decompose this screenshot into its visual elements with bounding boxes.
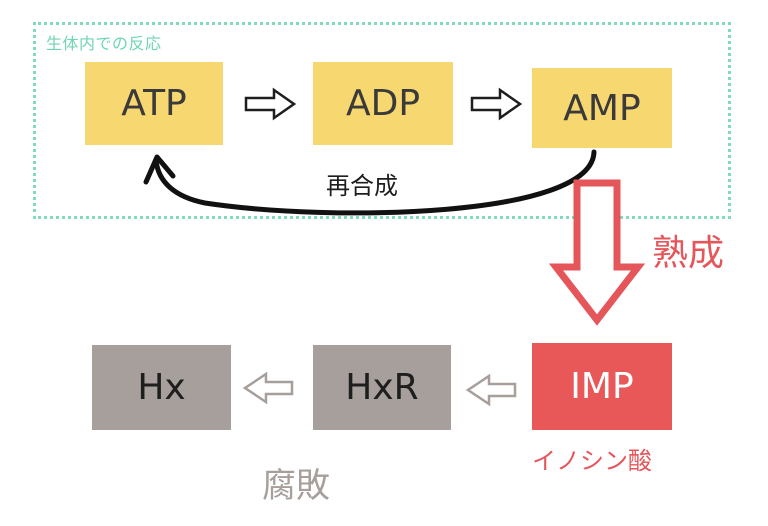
aging-label: 熟成 <box>652 233 725 274</box>
decay-label: 腐敗 <box>262 466 330 506</box>
atp-box: ATP <box>85 62 223 145</box>
hxr-box: HxR <box>313 345 451 430</box>
adp-to-amp-arrow <box>470 87 523 121</box>
inosinic-acid-label: イノシン酸 <box>532 447 652 475</box>
imp-to-hxr-arrow <box>465 373 517 407</box>
region-label: 生体内での反応 <box>46 34 162 53</box>
resynthesis-curve-arrow <box>153 149 597 216</box>
in-vivo-reaction-region <box>33 22 731 219</box>
amp-box: AMP <box>532 68 672 148</box>
resynthesis-label: 再合成 <box>326 172 398 200</box>
hx-box: Hx <box>92 345 231 430</box>
resynthesis-arrowhead <box>143 154 176 185</box>
aging-down-arrow <box>548 179 646 326</box>
imp-box: IMP <box>532 343 672 430</box>
atp-to-adp-arrow <box>244 87 297 121</box>
hxr-to-hx-arrow <box>242 371 294 405</box>
adp-box: ADP <box>313 62 453 145</box>
